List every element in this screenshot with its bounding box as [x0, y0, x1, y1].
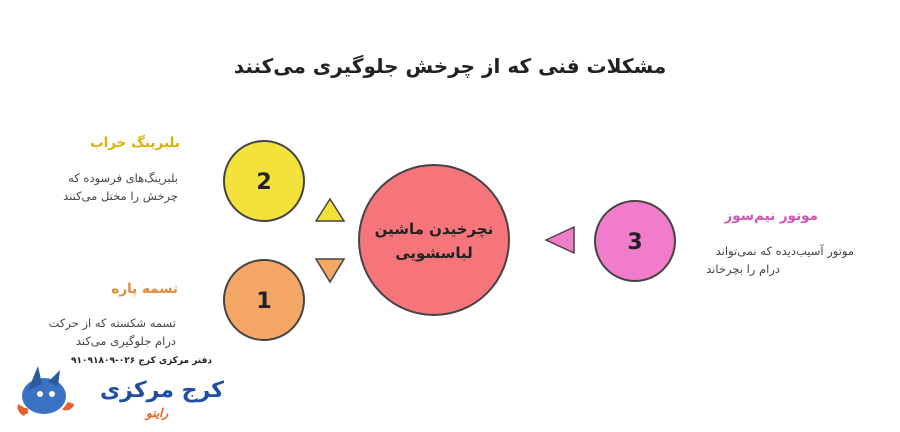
item-3-number: 3 — [627, 230, 642, 255]
item-3-circle — [594, 200, 676, 282]
item-2-desc-line2: چرخش را مختل می‌کنند — [63, 189, 178, 203]
item-2-desc-line1: بلبرینگ‌های فرسوده که — [68, 171, 178, 185]
center-text-line2: لباسشویی — [395, 244, 473, 262]
item-2-circle — [223, 140, 305, 222]
item-1-arrow-icon — [314, 258, 346, 284]
item-3-label: موتور نیم‌سوز — [724, 208, 818, 224]
item-1-desc-line1: تسمه شکسته که از حرکت — [48, 316, 176, 330]
brand-logo: دفتر مرکزی کرج ۰۲۶-۹۱۰۹۱۸۰۹ کرج مرکزی را… — [14, 356, 224, 428]
rhino-icon — [17, 366, 74, 416]
item-1-circle — [223, 259, 305, 341]
item-1-desc-line2: درام جلوگیری می‌کند — [75, 334, 176, 348]
logo-sub-name: راینو — [146, 406, 169, 420]
item-2-label: بلبرینگ خراب — [90, 135, 180, 151]
item-1-number: 1 — [256, 289, 271, 314]
logo-brand-name: کرج مرکزی — [100, 378, 224, 403]
item-2-arrow-icon — [314, 197, 346, 222]
item-3-desc-line1: موتور آسیب‌دیده که نمی‌تواند — [715, 244, 854, 258]
center-circle — [358, 164, 510, 316]
item-2-number: 2 — [256, 170, 271, 195]
logo-office-phone: دفتر مرکزی کرج ۰۲۶-۹۱۰۹۱۸۰۹ — [71, 356, 212, 366]
center-text-line1: نچرخیدن ماشین — [375, 220, 494, 239]
item-3-arrow-icon — [544, 225, 575, 255]
item-1-label: تسمه پاره — [111, 281, 178, 297]
item-3-desc-line2: درام را بچرخاند — [706, 262, 780, 276]
diagram-title: مشکلات فنی که از چرخش جلوگیری می‌کنند — [233, 54, 667, 78]
